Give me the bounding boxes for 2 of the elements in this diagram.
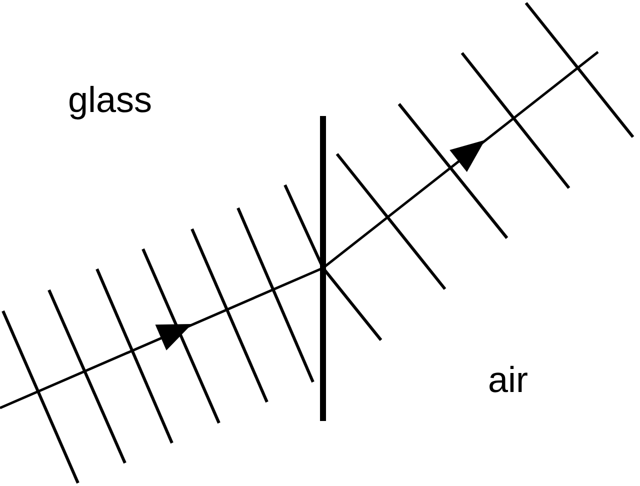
medium-label: glass [68, 82, 152, 118]
medium-label: air [488, 362, 528, 398]
